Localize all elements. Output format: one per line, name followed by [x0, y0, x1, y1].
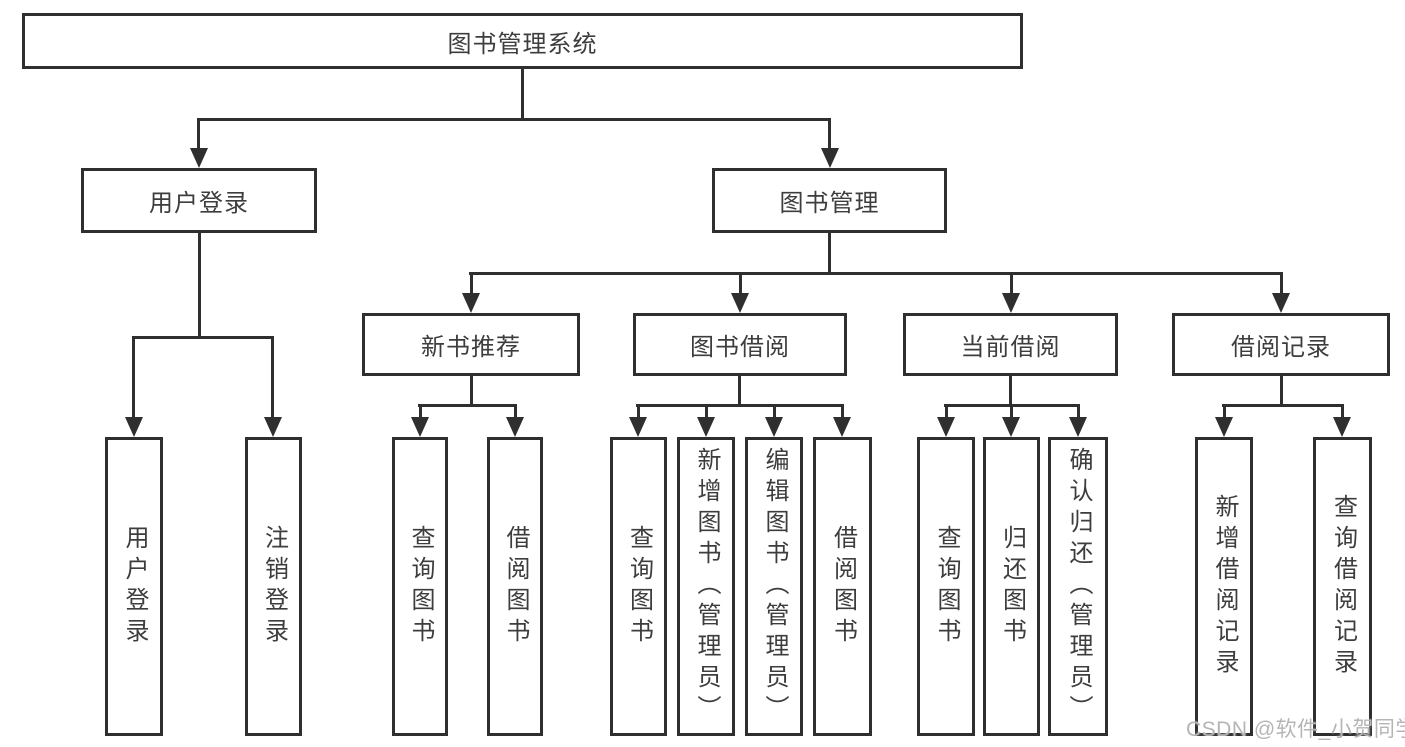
leaf-logout: 注销登录	[245, 437, 302, 736]
node-book-management: 图书管理	[712, 168, 947, 233]
node-current-borrowing: 当前借阅	[903, 313, 1118, 376]
connector-level3-drop	[1010, 272, 1013, 295]
leaf-label: 用户登录	[121, 524, 148, 649]
leaf-label: 借阅图书	[502, 524, 529, 649]
leaf-edit-book-admin: 编辑图书（管理员）	[745, 437, 803, 736]
leaf-label: 归还图书	[998, 524, 1026, 649]
arrow-down-icon	[462, 293, 480, 313]
leaf-query-borrow-record: 查询借阅记录	[1313, 437, 1372, 736]
connector-book-mgmt-rail	[469, 272, 1282, 275]
arrow-down-icon	[264, 417, 282, 437]
connector-borrowing-stem	[738, 376, 741, 406]
leaf-label: 确认归还（管理员）	[1065, 447, 1092, 726]
leaf-label: 新增图书（管理员）	[693, 447, 720, 726]
leaf-label: 查询图书	[407, 524, 434, 649]
arrow-down-icon	[1215, 417, 1233, 437]
connector-leaf-drop	[1077, 404, 1080, 420]
leaf-add-book-admin: 新增图书（管理员）	[677, 437, 735, 736]
arrow-down-icon	[506, 417, 524, 437]
connector-leaf-drop	[1223, 404, 1226, 420]
leaf-label: 注销登录	[260, 524, 288, 649]
leaf-label: 查询图书	[625, 524, 653, 649]
leaf-return-book: 归还图书	[983, 437, 1040, 736]
leaf-add-borrow-record: 新增借阅记录	[1195, 437, 1253, 736]
connector-leaf-drop	[132, 336, 135, 419]
arrow-down-icon	[1069, 417, 1087, 437]
arrow-down-icon	[190, 148, 208, 168]
csdn-watermark: CSDN @软件_小贺同学	[1186, 718, 1405, 741]
connector-level3-drop	[1280, 272, 1283, 295]
connector-root-rail	[197, 118, 831, 121]
connector-leaf-drop	[637, 404, 640, 420]
connector-recommend-stem	[470, 376, 473, 406]
connector-borrowing-rail	[636, 404, 844, 407]
connector-leaf-drop	[419, 404, 422, 420]
arrow-down-icon	[937, 417, 955, 437]
leaf-query-books-borrowing: 查询图书	[610, 437, 667, 736]
connector-leaf-drop	[1341, 404, 1344, 420]
connector-leaf-drop	[705, 404, 708, 420]
node-borrowing-records: 借阅记录	[1172, 313, 1390, 376]
connector-current-stem	[1009, 376, 1012, 406]
arrow-down-icon	[1333, 417, 1351, 437]
leaf-query-books-current: 查询图书	[917, 437, 975, 736]
leaf-confirm-return-admin: 确认归还（管理员）	[1048, 437, 1108, 736]
arrow-down-icon	[833, 417, 851, 437]
arrow-down-icon	[125, 417, 143, 437]
leaf-label: 查询借阅记录	[1329, 493, 1357, 680]
connector-leaf-drop	[1010, 404, 1013, 420]
leaf-label: 新增借阅记录	[1211, 493, 1238, 680]
leaf-borrow-books-recommend: 借阅图书	[487, 437, 543, 736]
leaf-borrow-books-borrowing: 借阅图书	[813, 437, 872, 736]
connector-leaf-drop	[841, 404, 844, 420]
arrow-down-icon	[821, 148, 839, 168]
node-new-book-recommend: 新书推荐	[362, 313, 580, 376]
leaf-label: 查询图书	[933, 524, 960, 649]
arrow-down-icon	[697, 417, 715, 437]
connector-level3-drop	[470, 272, 473, 295]
leaf-query-books-recommend: 查询图书	[392, 437, 448, 736]
connector-records-rail	[1222, 404, 1344, 407]
arrow-down-icon	[629, 417, 647, 437]
arrow-down-icon	[1002, 417, 1020, 437]
leaf-label: 借阅图书	[829, 524, 857, 649]
leaf-user-login: 用户登录	[105, 437, 163, 736]
connector-recommend-rail	[418, 404, 517, 407]
arrow-down-icon	[411, 417, 429, 437]
arrow-down-icon	[1002, 293, 1020, 313]
connector-leaf-drop	[945, 404, 948, 420]
node-system-root: 图书管理系统	[22, 13, 1023, 69]
connector-level3-drop	[739, 272, 742, 295]
connector-leaf-drop	[773, 404, 776, 420]
connector-leaf-drop	[271, 336, 274, 419]
connector-records-stem	[1280, 376, 1283, 406]
connector-leaf-drop	[514, 404, 517, 420]
connector-user-login-stem	[198, 233, 201, 338]
connector-user-login-rail	[132, 336, 274, 339]
connector-book-mgmt-drop	[828, 118, 831, 150]
arrow-down-icon	[765, 417, 783, 437]
node-book-borrowing: 图书借阅	[633, 313, 847, 376]
connector-book-mgmt-stem	[828, 233, 831, 274]
connector-root-stem	[521, 69, 524, 120]
arrow-down-icon	[1272, 293, 1290, 313]
connector-user-login-drop	[197, 118, 200, 150]
node-user-login: 用户登录	[81, 168, 317, 233]
leaf-label: 编辑图书（管理员）	[761, 447, 788, 726]
arrow-down-icon	[731, 293, 749, 313]
